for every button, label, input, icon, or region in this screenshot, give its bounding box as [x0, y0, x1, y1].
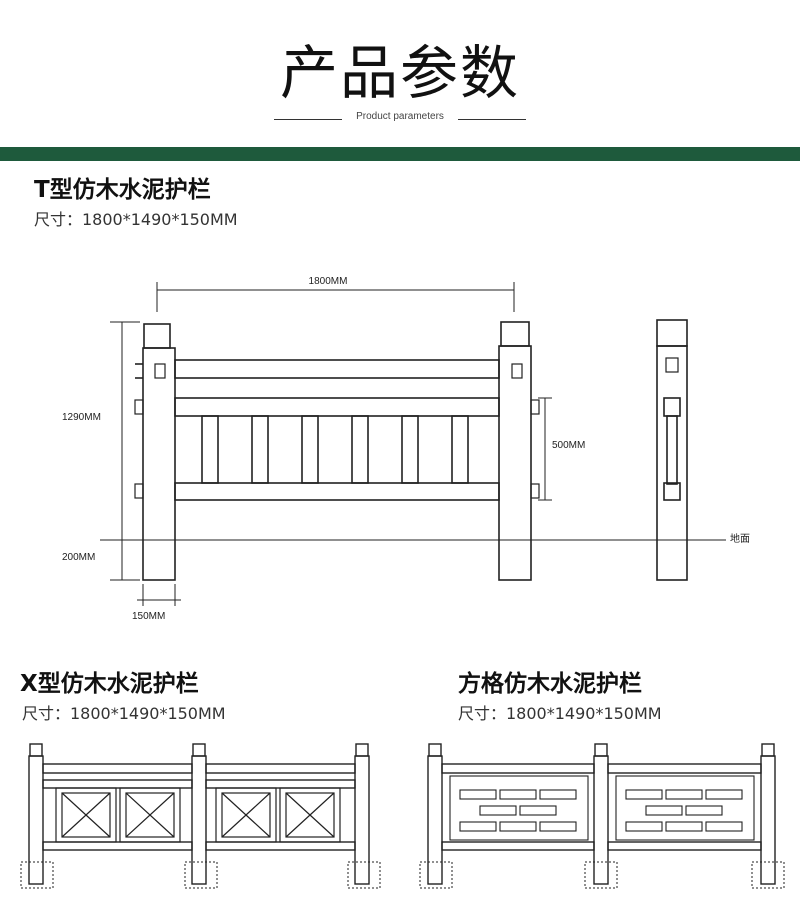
section-divider-bar: [0, 147, 800, 161]
page-subtitle: Product parameters: [356, 111, 444, 122]
grid-panels: [449, 775, 755, 841]
x-panels: [55, 787, 341, 843]
height-label: 1290MM: [62, 412, 101, 423]
x-type-heading: X型仿木水泥护栏: [20, 671, 199, 697]
grid-footings: [419, 861, 785, 889]
subtitle-block: Product parameters: [274, 111, 526, 127]
t-type-size: 尺寸：1800*1490*150MM: [34, 210, 238, 229]
rail-gap-dimension: 500MM: [538, 397, 585, 501]
rails: [174, 359, 500, 501]
grid-posts: [427, 743, 776, 885]
right-post: [498, 321, 540, 581]
below-ground-label: 200MM: [62, 552, 95, 563]
width-label: 1800MM: [309, 276, 348, 287]
t-type-heading: T型仿木水泥护栏: [34, 177, 211, 203]
page-title: 产品参数: [279, 39, 520, 107]
ground-label: 地面: [730, 532, 750, 545]
grid-type-heading: 方格仿木水泥护栏: [458, 671, 642, 697]
width-dimension: 1800MM: [156, 276, 515, 312]
x-footings: [20, 861, 381, 889]
balusters: [201, 415, 469, 484]
side-view-post: [656, 319, 688, 581]
grid-rails: [441, 763, 762, 851]
grid-type-size: 尺寸：1800*1490*150MM: [458, 704, 662, 723]
subtitle-rule-left: [274, 119, 342, 120]
rail-gap-label: 500MM: [552, 440, 585, 451]
left-post: [134, 323, 176, 581]
x-type-size: 尺寸：1800*1490*150MM: [22, 704, 226, 723]
post-width-dimension: 150MM: [132, 584, 181, 622]
post-width-label: 150MM: [132, 611, 165, 622]
height-dimension: 1290MM 200MM: [62, 321, 140, 581]
subtitle-rule-right: [458, 119, 526, 120]
x-posts: [28, 743, 370, 885]
